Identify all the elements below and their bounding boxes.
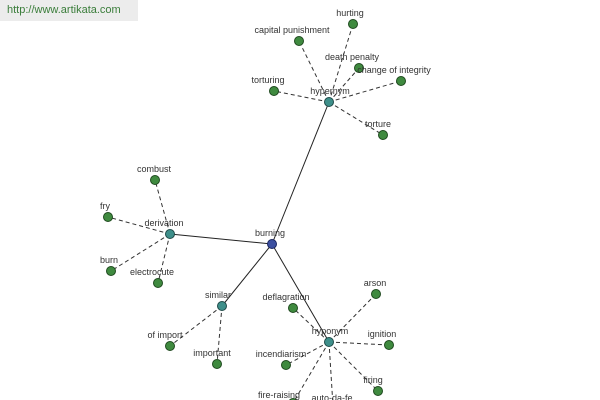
edge-similar-important (216, 305, 223, 365)
node-arson[interactable] (371, 289, 381, 299)
label-combust[interactable]: combust (137, 164, 172, 174)
edge-hypernym-death-penalty (328, 67, 360, 103)
label-torturing[interactable]: torturing (251, 75, 284, 85)
label-firing[interactable]: firing (363, 375, 383, 385)
label-fire-raising[interactable]: fire-raising (258, 390, 300, 400)
edge-hyponym-auto-da-fe (328, 341, 334, 400)
label-burning[interactable]: burning (255, 228, 285, 238)
label-burn[interactable]: burn (100, 255, 118, 265)
node-of-import[interactable] (165, 341, 175, 351)
label-hypernym[interactable]: hypernym (310, 86, 350, 96)
node-torture[interactable] (378, 130, 388, 140)
label-hyponym[interactable]: hyponym (312, 326, 349, 336)
node-burn[interactable] (106, 266, 116, 276)
label-deflagration[interactable]: deflagration (262, 292, 309, 302)
node-death-penalty[interactable] (354, 63, 364, 73)
edge-hypernym-capital-punishment (298, 40, 330, 103)
node-combust[interactable] (150, 175, 160, 185)
label-electrocute[interactable]: electrocute (130, 267, 174, 277)
edge-burning-hyponym (271, 243, 330, 343)
label-auto-da-fe[interactable]: auto-da-fe (311, 393, 352, 400)
label-torture[interactable]: torture (365, 119, 391, 129)
edge-hypernym-change-of-integrity (328, 80, 402, 103)
edge-hyponym-fire-raising (294, 341, 330, 400)
edges-layer (107, 23, 402, 400)
edge-similar-of-import (169, 305, 223, 347)
edge-burning-derivation (169, 233, 273, 245)
node-similar[interactable] (217, 301, 227, 311)
label-of-import[interactable]: of import (147, 330, 183, 340)
edge-hyponym-firing (328, 341, 379, 392)
node-hyponym[interactable] (324, 337, 334, 347)
label-capital-punishment[interactable]: capital punishment (254, 25, 330, 35)
label-change-of-integrity[interactable]: change of integrity (357, 65, 431, 75)
edge-burning-similar (221, 243, 273, 307)
label-arson[interactable]: arson (364, 278, 387, 288)
edge-hypernym-torturing (273, 90, 330, 103)
node-hypernym[interactable] (324, 97, 334, 107)
node-firing[interactable] (373, 386, 383, 396)
node-fry[interactable] (103, 212, 113, 222)
node-important[interactable] (212, 359, 222, 369)
edge-derivation-combust (154, 179, 171, 235)
edge-hyponym-ignition (328, 341, 390, 346)
node-deflagration[interactable] (288, 303, 298, 313)
label-ignition[interactable]: ignition (368, 329, 397, 339)
label-similar[interactable]: similar (205, 290, 231, 300)
node-change-of-integrity[interactable] (396, 76, 406, 86)
edge-derivation-burn (110, 233, 171, 272)
label-death-penalty[interactable]: death penalty (325, 52, 380, 62)
label-important[interactable]: important (193, 348, 231, 358)
nodes-layer (103, 19, 406, 400)
labels-layer: burning hypernym hurting capital punishment… (100, 8, 431, 400)
node-derivation[interactable] (165, 229, 175, 239)
node-electrocute[interactable] (153, 278, 163, 288)
edge-burning-hypernym (271, 101, 330, 245)
node-ignition[interactable] (384, 340, 394, 350)
node-incendiarism[interactable] (281, 360, 291, 370)
label-hurting[interactable]: hurting (336, 8, 364, 18)
node-burning[interactable] (267, 239, 277, 249)
node-capital-punishment[interactable] (294, 36, 304, 46)
edge-derivation-electrocute (157, 233, 171, 284)
label-derivation[interactable]: derivation (144, 218, 183, 228)
node-torturing[interactable] (269, 86, 279, 96)
edge-derivation-fry (107, 216, 171, 235)
site-url[interactable]: http://www.artikata.com (0, 0, 138, 21)
node-hurting[interactable] (348, 19, 358, 29)
edge-hyponym-deflagration (292, 307, 330, 343)
edge-hyponym-incendiarism (285, 341, 330, 366)
label-fry[interactable]: fry (100, 201, 110, 211)
label-incendiarism[interactable]: incendiarism (256, 349, 307, 359)
edge-hypernym-torture (328, 101, 384, 136)
